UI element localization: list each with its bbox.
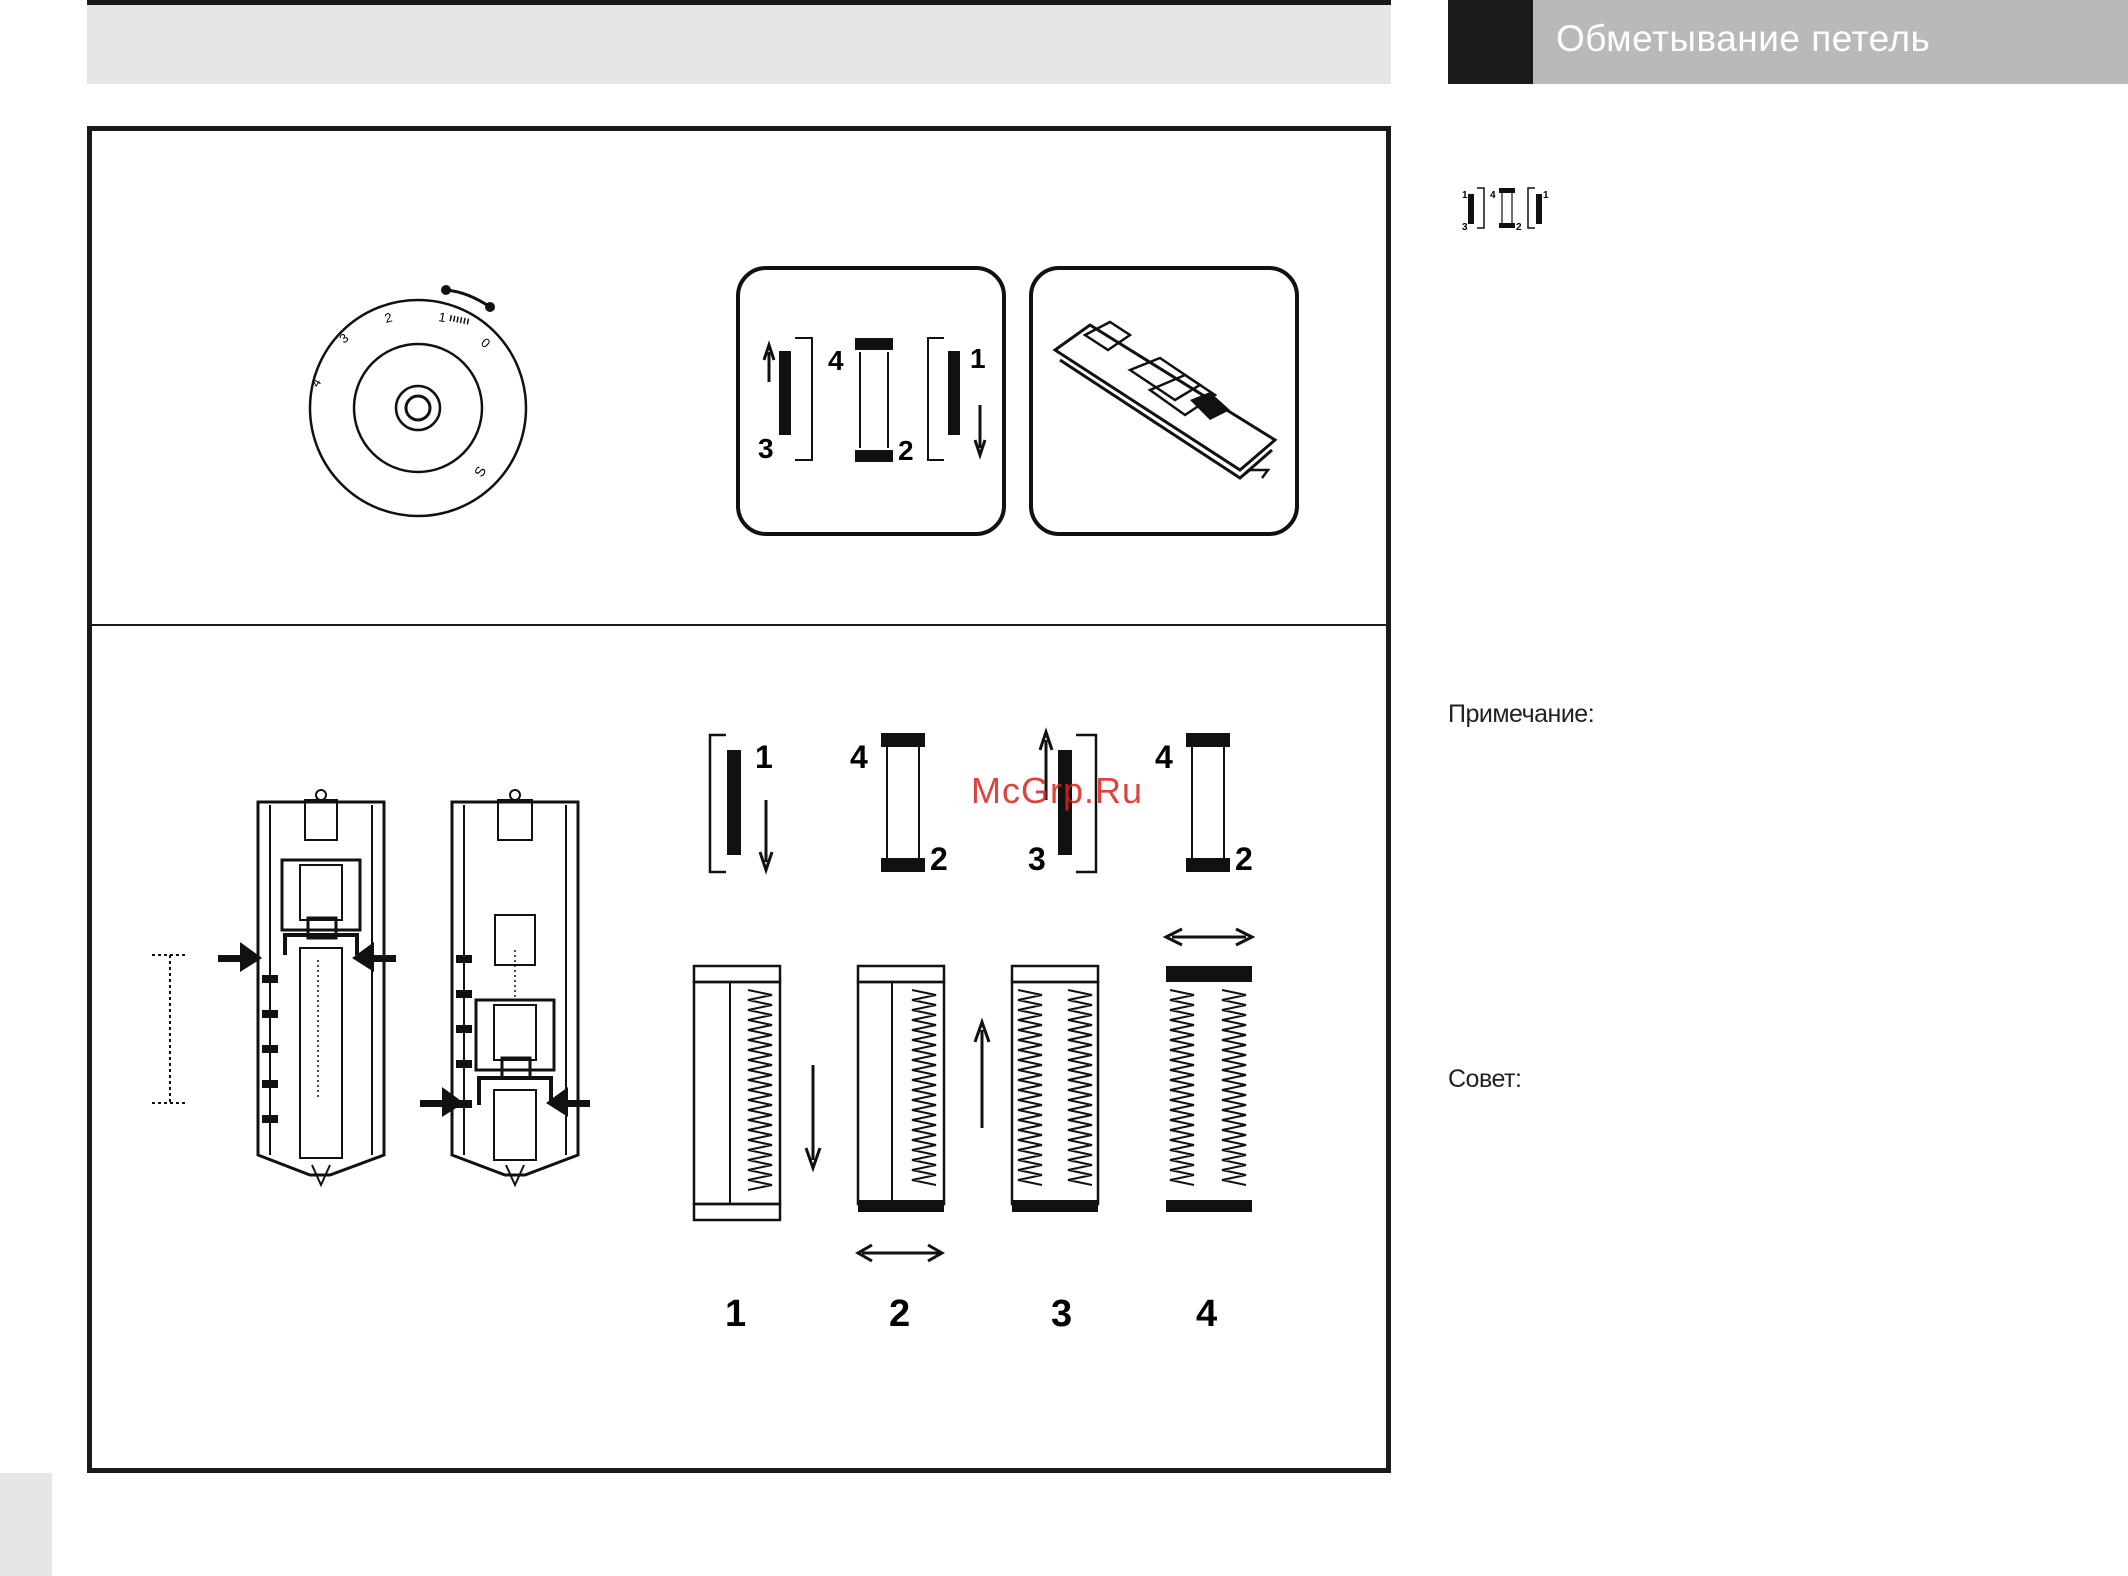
svg-text:4: 4 xyxy=(1490,190,1496,201)
step-icon-2-label-4: 4 xyxy=(850,739,868,775)
step-caption-4: 4 xyxy=(1196,1293,1217,1335)
step-caption-1: 1 xyxy=(725,1293,746,1335)
buttonhole-results xyxy=(694,929,1252,1261)
step-icon-2-label-2: 2 xyxy=(930,841,948,877)
dial-tick-3: 3 xyxy=(336,330,351,346)
tip-label: Совет: xyxy=(1448,1065,1521,1094)
dial-tick-1: 1 xyxy=(437,309,447,325)
pattern-label-1: 1 xyxy=(970,343,986,374)
buttonhole-foot-box xyxy=(1031,268,1297,534)
step-caption-3: 3 xyxy=(1051,1293,1072,1335)
step-caption-2: 2 xyxy=(889,1293,910,1335)
svg-text:1: 1 xyxy=(1462,190,1468,201)
dial-tick-4: 4 xyxy=(308,376,325,390)
page-side-tab xyxy=(0,1473,52,1576)
stitch-dial: 4 3 2 1 0 S xyxy=(308,285,526,516)
foot-setting-right xyxy=(420,790,590,1185)
pattern-label-4: 4 xyxy=(828,345,844,376)
foot-setting-left xyxy=(152,790,396,1185)
step-icon-4-label-4: 4 xyxy=(1155,739,1173,775)
svg-text:1: 1 xyxy=(1543,190,1549,201)
dial-tick-0: 0 xyxy=(478,335,493,351)
dial-tick-2: 2 xyxy=(383,310,394,326)
step-icon-1-label: 1 xyxy=(755,739,773,775)
note-label: Примечание: xyxy=(1448,700,1594,729)
pattern-label-3: 3 xyxy=(758,433,774,464)
svg-text:2: 2 xyxy=(1516,222,1522,233)
step-icon-4-label-2: 2 xyxy=(1235,841,1253,877)
buttonhole-pattern-box: 3 4 2 1 xyxy=(738,268,1004,534)
svg-text:3: 3 xyxy=(1462,222,1468,233)
dial-tick-s: S xyxy=(471,463,490,479)
step-icon-3-label: 3 xyxy=(1028,841,1046,877)
buttonhole-pattern-icon: 3 1 4 2 1 xyxy=(1462,188,1549,233)
pattern-label-2: 2 xyxy=(898,435,914,466)
watermark: McGrp.Ru xyxy=(971,770,1143,812)
